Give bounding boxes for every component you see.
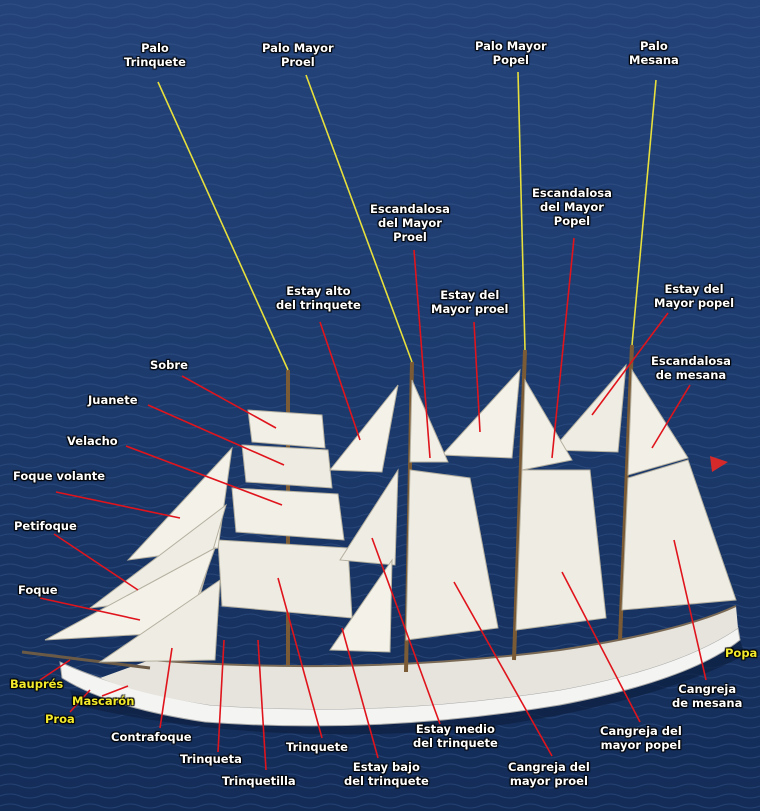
hull-shadow bbox=[70, 640, 745, 735]
leader-baupres bbox=[39, 659, 71, 681]
leader-palo-mayor-proel bbox=[305, 74, 413, 363]
sail-estay-medio bbox=[339, 468, 399, 566]
label-palo-mayor-popel: Palo Mayor Popel bbox=[475, 39, 547, 67]
leader-palo-mayor-popel bbox=[517, 71, 526, 351]
leader-trinqueta bbox=[217, 639, 225, 753]
sail-escandalosa-mesana bbox=[627, 368, 689, 476]
sail-estay-mayor-popel bbox=[550, 363, 627, 453]
sail-estay-alto bbox=[328, 384, 399, 473]
leader-estay-bajo bbox=[341, 627, 379, 759]
label-foque: Foque bbox=[18, 583, 58, 597]
label-cangreja-mayor-proel: Cangreja del mayor proel bbox=[508, 760, 590, 788]
label-escandalosa-mayor-popel: Escandalosa del Mayor Popel bbox=[532, 186, 612, 228]
label-sobre: Sobre bbox=[150, 358, 188, 372]
leader-escandalosa-mayor-popel bbox=[551, 237, 575, 459]
label-estay-mayor-popel: Estay del Mayor popel bbox=[654, 282, 735, 310]
sail-contrafoque bbox=[98, 579, 221, 663]
label-mascaron: Mascarón bbox=[72, 694, 135, 708]
leader-trinquetilla bbox=[257, 639, 267, 771]
leader-escandalosa-mesana bbox=[651, 384, 691, 449]
leader-estay-alto bbox=[319, 321, 361, 441]
label-palo-mayor-proel: Palo Mayor Proel bbox=[262, 41, 334, 69]
leader-palo-trinquete bbox=[157, 81, 289, 371]
sail-estay-mayor-proel bbox=[440, 368, 521, 459]
label-cangreja-mesana: Cangreja de mesana bbox=[672, 682, 743, 710]
leader-foque-volante bbox=[55, 491, 181, 519]
sail-cangreja-mayor-popel bbox=[515, 469, 607, 631]
label-palo-trinquete: Palo Trinquete bbox=[124, 41, 186, 69]
mast-leader-lines bbox=[157, 71, 657, 371]
hull-deck bbox=[100, 606, 738, 710]
sail-cangreja-mesana bbox=[621, 459, 737, 611]
label-cangreja-mayor-popel: Cangreja del mayor popel bbox=[600, 724, 682, 752]
leader-estay-medio bbox=[371, 537, 441, 725]
label-contrafoque: Contrafoque bbox=[111, 730, 192, 744]
leader-estay-mayor-popel bbox=[591, 312, 669, 416]
leader-proa bbox=[69, 689, 91, 713]
leader-cangreja-mesana bbox=[673, 539, 707, 681]
label-estay-medio-trinquete: Estay medio del trinquete bbox=[413, 722, 498, 750]
label-escandalosa-mesana: Escandalosa de mesana bbox=[651, 354, 731, 382]
leader-juanete bbox=[147, 404, 285, 466]
label-foque-volante: Foque volante bbox=[13, 469, 106, 483]
leader-trinquete bbox=[277, 577, 323, 739]
leader-sobre bbox=[181, 375, 277, 429]
label-estay-alto-trinquete: Estay alto del trinquete bbox=[276, 284, 361, 312]
sail-escandalosa-mayor-proel bbox=[409, 379, 449, 463]
label-velacho: Velacho bbox=[67, 434, 118, 448]
sail-escandalosa-mayor-popel bbox=[521, 378, 573, 471]
sail-leader-lines bbox=[39, 237, 707, 771]
label-trinqueta: Trinqueta bbox=[180, 752, 242, 766]
leader-mascaron bbox=[101, 685, 129, 697]
label-palo-mesana: Palo Mesana bbox=[629, 39, 679, 67]
mast-mesana bbox=[618, 344, 634, 641]
leader-escandalosa-mayor-proel bbox=[413, 249, 431, 459]
flag bbox=[710, 456, 728, 472]
leader-cangreja-mayor-popel bbox=[561, 571, 641, 723]
label-popa: Popa bbox=[725, 646, 758, 660]
leader-foque bbox=[39, 597, 141, 621]
sail-velacho bbox=[231, 487, 345, 541]
label-estay-bajo-trinquete: Estay bajo del trinquete bbox=[344, 760, 429, 788]
leader-palo-mesana bbox=[631, 79, 657, 346]
bowsprit bbox=[21, 650, 151, 670]
leader-petifoque bbox=[53, 533, 139, 591]
label-juanete: Juanete bbox=[88, 393, 138, 407]
label-petifoque: Petifoque bbox=[14, 519, 77, 533]
leader-estay-mayor-proel bbox=[473, 321, 481, 433]
leader-cangreja-mayor-proel bbox=[453, 581, 553, 757]
label-trinquete: Trinquete bbox=[286, 740, 348, 754]
label-baupres: Bauprés bbox=[10, 677, 64, 691]
leader-contrafoque bbox=[159, 647, 173, 729]
sail-sobre bbox=[247, 409, 326, 449]
label-trinquetilla: Trinquetilla bbox=[222, 774, 296, 788]
leader-velacho bbox=[125, 445, 283, 506]
mast-mayor-popel bbox=[512, 349, 527, 661]
label-proa: Proa bbox=[45, 712, 75, 726]
label-estay-mayor-proel: Estay del Mayor proel bbox=[431, 288, 509, 316]
label-escandalosa-mayor-proel: Escandalosa del Mayor Proel bbox=[370, 202, 450, 244]
sail-estay-bajo bbox=[329, 558, 393, 653]
sail-cangreja-mayor-proel bbox=[405, 469, 499, 641]
sail-juanete bbox=[241, 444, 333, 489]
